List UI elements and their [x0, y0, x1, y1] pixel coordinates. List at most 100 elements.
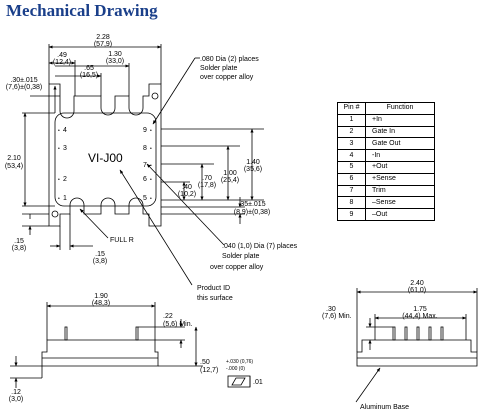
aluminum-base-label: Aluminum Base	[360, 404, 409, 411]
table-row: 6+Sense	[337, 172, 435, 186]
dim-190: 1.90	[94, 293, 108, 300]
table-cell: Trim	[365, 184, 435, 198]
dim-015b-mm: (3,8)	[93, 258, 107, 265]
dim-035-mm: (8,9)±(0,38)	[234, 209, 271, 216]
end-view-pin	[404, 326, 408, 341]
dim-030: .30±.015	[10, 77, 37, 84]
function-column-header: Function	[365, 102, 435, 115]
page-title: Mechanical Drawing	[6, 1, 158, 20]
dim-015b: .15	[95, 251, 105, 258]
drawing-text: •	[150, 196, 152, 202]
drawing-text: •	[58, 196, 60, 202]
dim-height-mm: (53,4)	[5, 163, 23, 170]
dim-070: .70	[202, 175, 212, 182]
note-080-line1: .080 Dia (2) places	[200, 56, 259, 63]
dim-130-mm: (33,0)	[106, 58, 124, 65]
note-040-line1: .040 (1,0) Dia (7) places	[222, 243, 298, 250]
pin-label-right: 8	[143, 145, 147, 152]
side-view-pin	[64, 326, 68, 341]
dim-100: 1.00	[223, 170, 237, 177]
module-label: VI-J00	[88, 151, 123, 165]
dim-030-end-mm: (7,6) Min.	[322, 313, 352, 320]
table-cell: Gate In	[365, 125, 435, 139]
drawing-text: •	[150, 128, 152, 134]
product-id-line2: this surface	[197, 295, 233, 302]
table-cell: 3	[337, 137, 366, 151]
mounting-hole-bottom	[51, 210, 59, 218]
mounting-hole-top	[151, 92, 159, 100]
dim-140-mm: (35,6)	[244, 166, 262, 173]
dim-030-mm: (7,6)±(0,38)	[6, 84, 43, 91]
table-cell: 6	[337, 172, 366, 186]
dim-049: .49	[57, 52, 67, 59]
table-cell: Gate Out	[365, 137, 435, 151]
module-body-outline	[54, 112, 157, 207]
end-view-body	[356, 339, 478, 367]
drawing-text: •	[58, 128, 60, 134]
dim-width-mm: (57,9)	[94, 41, 112, 48]
dim-070-mm: (17,8)	[198, 182, 216, 189]
pin-label-right: 9	[143, 127, 147, 134]
drawing-text: Pin # Function	[337, 102, 435, 115]
table-cell: 5	[337, 160, 366, 174]
note-040-line2: Solder plate	[222, 253, 259, 260]
note-080-line2: Solder plate	[200, 65, 237, 72]
dim-140: 1.40	[246, 159, 260, 166]
table-row: 4-In	[337, 149, 435, 162]
table-cell: 8	[337, 196, 366, 210]
side-view-body	[41, 339, 159, 367]
note-040-line3: over copper alloy	[210, 264, 264, 271]
dim-050-mm: (12,7)	[200, 367, 218, 374]
dim-040-mm: (10,2)	[178, 191, 196, 198]
dim-015a-mm: (3,8)	[12, 245, 26, 252]
tol-minus: -.000 (0)	[226, 366, 245, 372]
drawing-text: •	[150, 177, 152, 183]
table-cell: 7	[337, 184, 366, 198]
table-row: 8–Sense	[337, 196, 435, 210]
pin-label-right: 6	[143, 176, 147, 183]
table-cell: 9	[337, 208, 366, 221]
full-r-label: FULL R	[110, 237, 134, 244]
dim-175: 1.75	[413, 306, 427, 313]
dim-240: 2.40	[410, 280, 424, 287]
end-view-pin	[440, 326, 444, 341]
dim-012: .12	[11, 389, 21, 396]
dim-015a: .15	[14, 238, 24, 245]
flatness-value: .01	[253, 379, 263, 386]
table-cell: +Out	[365, 160, 435, 174]
end-view-pin	[392, 326, 396, 341]
pin-label-left: 1	[63, 195, 67, 202]
table-cell: –Sense	[365, 196, 435, 210]
end-view-pin	[416, 326, 420, 341]
table-cell: –Out	[365, 208, 435, 221]
table-cell: +Sense	[365, 172, 435, 186]
dim-width: 2.28	[96, 34, 110, 41]
note-080-line3: over copper alloy	[200, 74, 254, 81]
dim-175-mm: (44,4) Max.	[402, 313, 437, 320]
dim-065-mm: (16,5)	[80, 72, 98, 79]
dim-240-mm: (61,0)	[408, 287, 426, 294]
product-id-line1: Product ID	[197, 285, 230, 292]
end-view-pin	[428, 326, 432, 341]
dim-130: 1.30	[108, 51, 122, 58]
drawing-text: •	[150, 163, 152, 169]
pin-label-left: 2	[63, 176, 67, 183]
table-cell: +In	[365, 113, 435, 127]
pin-label-right: 5	[143, 195, 147, 202]
table-cell: 1	[337, 113, 366, 127]
dim-035: .35±.015	[238, 201, 265, 208]
tol-plus: +.030 (0,76)	[226, 359, 253, 365]
dim-050: .50	[200, 359, 210, 366]
drawing-text: •	[58, 146, 60, 152]
pin-column-header: Pin #	[337, 102, 366, 115]
dim-190-mm: (48,3)	[92, 300, 110, 307]
drawing-text: •	[58, 177, 60, 183]
table-row: 1+In	[337, 113, 435, 127]
dim-height: 2.10	[7, 155, 21, 162]
pin-label-left: 4	[63, 127, 67, 134]
